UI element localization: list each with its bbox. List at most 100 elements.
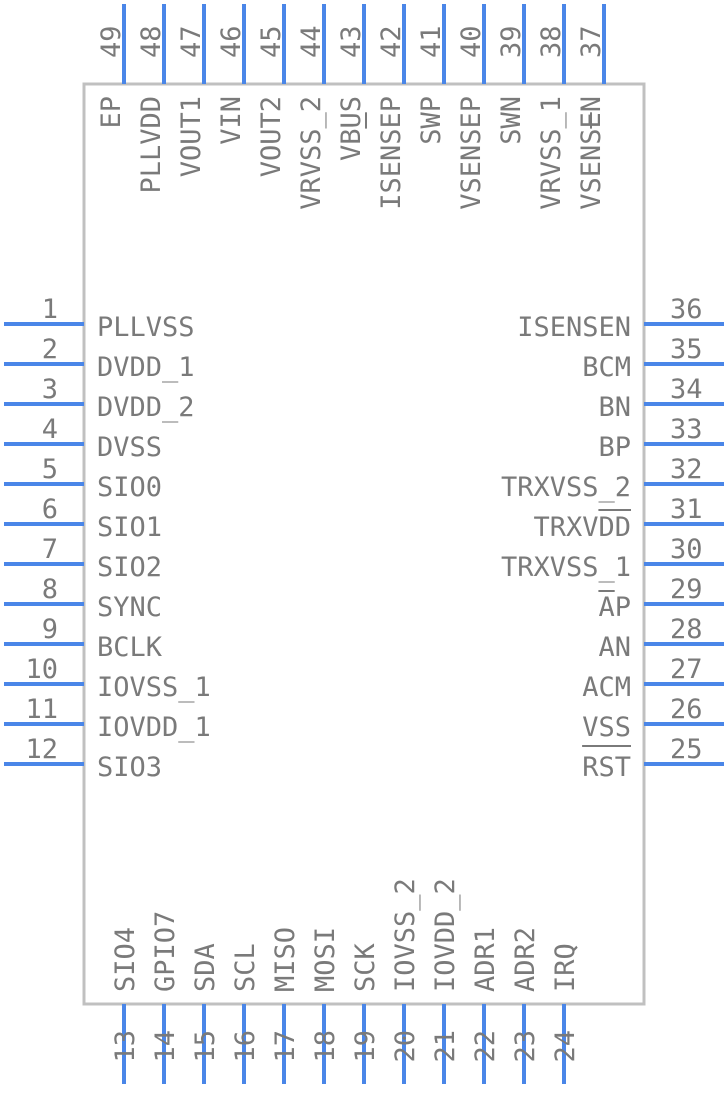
pin-49-name: EP (96, 96, 127, 129)
pin-13-name: SIO4 (110, 927, 141, 992)
pin-32-number: 32 (670, 454, 703, 485)
pin-29-name: AP (598, 592, 631, 623)
pin-31-number: 31 (670, 494, 703, 525)
pin-33-name: BP (598, 432, 631, 463)
pin-9-number: 9 (42, 614, 58, 645)
pin-39-name: SWN (496, 96, 527, 145)
pin-44-name: VRVSS_2 (296, 96, 327, 210)
pin-17-number: 17 (270, 1030, 301, 1063)
pin-10-number: 10 (25, 654, 58, 685)
pin-32-name: TRXVSS_2 (501, 472, 631, 503)
pin-13-number: 13 (110, 1030, 141, 1063)
pin-1-name: PLLVSS (97, 312, 195, 343)
pin-26-number: 26 (670, 694, 703, 725)
pin-41-name: SWP (416, 96, 447, 145)
pin-16-number: 16 (230, 1030, 261, 1063)
pin-36-number: 36 (670, 294, 703, 325)
pin-2-number: 2 (42, 334, 58, 365)
pin-4-number: 4 (42, 414, 58, 445)
pin-29-number: 29 (670, 574, 703, 605)
pin-11-name: IOVDD_1 (97, 712, 211, 743)
pin-27-name: ACM (582, 672, 631, 703)
pin-21-number: 21 (430, 1030, 461, 1063)
pin-35-name: BCM (582, 352, 631, 383)
pin-45-number: 45 (256, 25, 287, 58)
pin-42-number: 42 (376, 25, 407, 58)
pin-22-number: 22 (470, 1030, 501, 1063)
pin-9-name: BCLK (97, 632, 163, 663)
pin-3-name: DVDD_2 (97, 392, 195, 423)
pin-6-number: 6 (42, 494, 58, 525)
pin-23-name: ADR2 (510, 927, 541, 992)
pin-17-name: MISO (270, 927, 301, 992)
pin-14-number: 14 (150, 1030, 181, 1063)
pin-39-number: 39 (496, 25, 527, 58)
pin-20-number: 20 (390, 1030, 421, 1063)
pin-21-name: IOVDD_2 (430, 878, 461, 992)
pin-33-number: 33 (670, 414, 703, 445)
pin-36-name: ISENSEN (517, 312, 631, 343)
pin-3-number: 3 (42, 374, 58, 405)
pin-43-number: 43 (336, 25, 367, 58)
pin-31-name: TRXVDD (533, 512, 631, 543)
pin-7-number: 7 (42, 534, 58, 565)
pin-46-number: 46 (216, 25, 247, 58)
pin-4-name: DVSS (97, 432, 162, 463)
pin-25-number: 25 (670, 734, 703, 765)
pin-12-name: SIO3 (97, 752, 162, 783)
pin-40-number: 40 (456, 25, 487, 58)
pin-8-name: SYNC (97, 592, 162, 623)
pin-16-name: SCL (230, 943, 261, 992)
pin-11-number: 11 (25, 694, 58, 725)
pin-47-number: 47 (176, 25, 207, 58)
pin-5-name: SIO0 (97, 472, 162, 503)
pin-19-name: SCK (350, 942, 381, 992)
pin-28-name: AN (598, 632, 631, 663)
pin-34-number: 34 (670, 374, 703, 405)
pin-8-number: 8 (42, 574, 58, 605)
pin-27-number: 27 (670, 654, 703, 685)
pin-34-name: BN (598, 392, 631, 423)
pin-19-number: 19 (350, 1030, 381, 1063)
pin-10-name: IOVSS_1 (97, 672, 211, 703)
pin-20-name: IOVSS_2 (390, 878, 421, 992)
pin-7-name: SIO2 (97, 552, 162, 583)
pin-18-number: 18 (310, 1030, 341, 1063)
pin-1-number: 1 (42, 294, 58, 325)
pin-23-number: 23 (510, 1030, 541, 1063)
pin-38-name: VRVSS_1 (536, 96, 567, 210)
pin-12-number: 12 (25, 734, 58, 765)
pin-2-name: DVDD_1 (97, 352, 195, 383)
pin-44-number: 44 (296, 25, 327, 58)
pin-28-number: 28 (670, 614, 703, 645)
pin-47-name: VOUT1 (176, 96, 207, 177)
pin-14-name: GPIO7 (150, 911, 181, 992)
pin-5-number: 5 (42, 454, 58, 485)
pin-38-number: 38 (536, 25, 567, 58)
pin-30-name: TRXVSS_1 (501, 552, 631, 583)
pin-37-number: 37 (576, 25, 607, 58)
pin-15-number: 15 (190, 1030, 221, 1063)
pin-6-name: SIO1 (97, 512, 162, 543)
pin-48-number: 48 (136, 25, 167, 58)
pin-30-number: 30 (670, 534, 703, 565)
pin-22-name: ADR1 (470, 927, 501, 992)
pin-45-name: VOUT2 (256, 96, 287, 177)
pin-41-number: 41 (416, 25, 447, 58)
pin-18-name: MOSI (310, 927, 341, 992)
pin-43-name: VBUS (336, 96, 367, 161)
pin-26-name: VSS (582, 712, 631, 743)
pin-42-name: ISENSEP (376, 96, 407, 210)
pin-49-number: 49 (96, 25, 127, 58)
pin-15-name: SDA (190, 943, 221, 992)
pin-24-number: 24 (550, 1030, 581, 1063)
pin-40-name: VSENSEP (456, 96, 487, 210)
pin-46-name: VIN (216, 96, 247, 145)
pin-48-name: PLLVDD (136, 96, 167, 194)
pin-24-name: IRQ (550, 943, 581, 992)
pin-25-name: RST (582, 752, 631, 783)
ic-body (82, 82, 646, 1006)
